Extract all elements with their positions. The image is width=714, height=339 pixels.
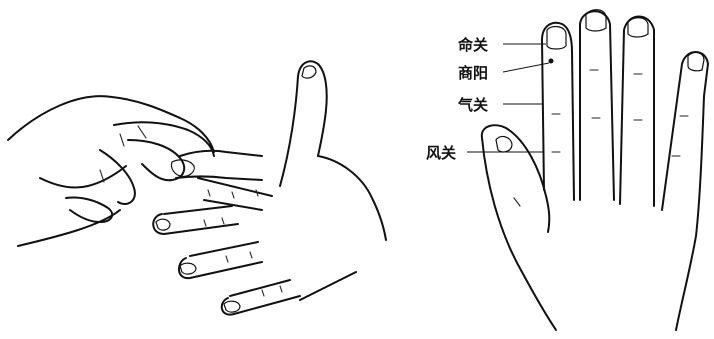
little-finger-outline bbox=[661, 51, 709, 211]
little-fingernail bbox=[687, 51, 705, 72]
child-index-finger bbox=[197, 177, 273, 211]
examiner-hand-outline bbox=[7, 95, 215, 247]
label-qiguan: 气关 bbox=[457, 96, 488, 114]
ring-finger-outline bbox=[619, 15, 655, 207]
index-finger-outline bbox=[541, 21, 575, 201]
child-thumb-outline bbox=[279, 60, 328, 187]
child-little-nail bbox=[223, 300, 241, 313]
label-fengguan: 风关 bbox=[426, 144, 456, 162]
shangyang-point bbox=[548, 58, 554, 64]
left-hand-illustration bbox=[7, 60, 387, 316]
examiner-thumb bbox=[175, 149, 263, 181]
label-shangyang: 商阳 bbox=[458, 64, 488, 82]
child-middle-nail bbox=[155, 218, 171, 231]
examiner-finger-1 bbox=[127, 139, 186, 182]
label-mingguan: 命关 bbox=[457, 36, 488, 54]
child-finger-creases bbox=[203, 189, 283, 297]
finger-creases bbox=[513, 69, 689, 207]
examiner-thumbnail bbox=[170, 159, 195, 177]
right-hand-illustration: 命关 商阳 气关 风关 bbox=[426, 9, 709, 331]
palm-outline bbox=[481, 95, 705, 331]
examiner-finger-3 bbox=[65, 196, 114, 223]
thumbnail bbox=[495, 135, 513, 153]
child-palm-outline bbox=[299, 155, 387, 301]
child-little-finger bbox=[220, 279, 301, 316]
examiner-finger-2 bbox=[99, 149, 136, 206]
middle-fingernail bbox=[585, 9, 607, 32]
thumb-outline bbox=[480, 124, 551, 233]
shangyang-leader bbox=[502, 62, 550, 73]
examiner-knuckle-creases bbox=[99, 125, 147, 183]
ring-fingernail bbox=[627, 17, 649, 38]
child-ring-finger bbox=[178, 241, 263, 280]
middle-finger-outline bbox=[579, 10, 615, 201]
child-ring-nail bbox=[179, 262, 197, 275]
child-middle-finger bbox=[152, 205, 239, 235]
index-fingernail bbox=[546, 25, 567, 50]
child-thumbnail bbox=[301, 65, 317, 79]
